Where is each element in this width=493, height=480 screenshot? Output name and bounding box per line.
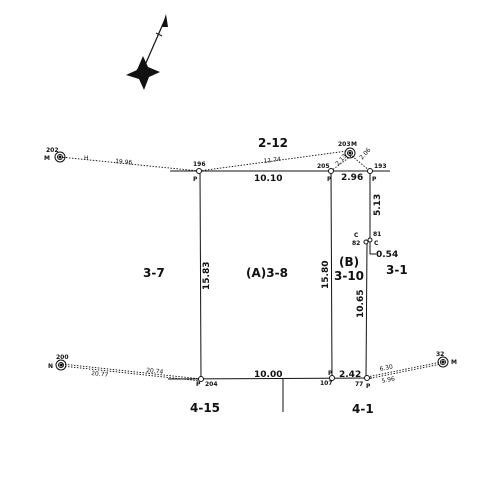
dim-south-main: 10.00	[254, 370, 282, 380]
tie-lines	[59, 150, 442, 382]
tie-200-204-a	[61, 363, 202, 380]
monument-32	[437, 356, 449, 368]
label-107: 107	[320, 380, 333, 387]
label-c-right: C	[374, 240, 379, 247]
label-p-205: P	[327, 176, 332, 183]
dim-west-side: 15.83	[202, 262, 212, 290]
dim-east-offset: 0.54	[376, 250, 398, 260]
label-p-77: P	[366, 383, 371, 390]
dim-north-strip: 2.96	[341, 173, 363, 183]
point-82	[363, 239, 369, 245]
tie-nne-b: 2.06	[358, 147, 372, 162]
tie-202-196	[59, 156, 200, 172]
dim-south-strip: 2.42	[339, 370, 361, 380]
point-markers	[196, 168, 373, 382]
label-77: 77	[355, 381, 363, 388]
label-p-196: P	[193, 176, 198, 183]
lot-east: 3-1	[386, 263, 408, 277]
lot-sub-label: (B)	[339, 255, 359, 269]
label-196: 196	[193, 161, 206, 168]
lot-main: (A)3-8	[246, 266, 288, 280]
lot-sub-number: 3-10	[334, 269, 364, 283]
label-204: 204	[205, 381, 218, 388]
point-107	[329, 375, 335, 381]
label-82: 82	[352, 240, 360, 247]
tie-se-32-b: 5.96	[381, 376, 396, 385]
tie-sw-200-a: 20.74	[146, 367, 164, 376]
west-boundary	[199, 170, 202, 380]
tie-200-204-b	[61, 365, 202, 382]
tie-203-205	[330, 155, 352, 172]
label-200-mark: N	[48, 363, 53, 370]
tie-203-193	[351, 155, 371, 172]
label-c-left: C	[354, 232, 359, 239]
point-205	[328, 168, 334, 174]
dim-east-lower: 10.65	[356, 290, 366, 318]
monument-203	[344, 147, 356, 159]
label-p-204: P	[196, 381, 201, 388]
dim-east-upper: 5.13	[373, 194, 383, 216]
north-arrow-icon	[126, 14, 168, 90]
monument-200	[55, 359, 67, 371]
tie-nw-202: 19.96	[115, 158, 133, 166]
inner-boundary	[330, 170, 333, 379]
label-200: 200	[56, 354, 69, 361]
east-boundary-lower	[365, 242, 368, 379]
monument-202	[54, 151, 66, 163]
dim-north-main: 10.10	[254, 174, 282, 184]
label-203: 203	[338, 141, 351, 148]
tie-77-32-b	[366, 363, 442, 380]
tie-se-32-a: 6.30	[379, 364, 394, 373]
tie-196-203	[198, 150, 348, 172]
label-193: 193	[374, 163, 387, 170]
label-p-107: P	[328, 370, 333, 377]
point-204	[198, 376, 204, 382]
label-32: 32	[436, 351, 444, 358]
point-77	[364, 375, 370, 381]
label-p-193: P	[372, 176, 377, 183]
label-203-mark: M	[351, 141, 357, 148]
lot-southwest: 4-15	[190, 401, 220, 415]
point-193	[367, 168, 373, 174]
label-81: 81	[373, 231, 381, 238]
tie-77-32-a	[366, 361, 442, 378]
label-32-mark: M	[451, 359, 457, 366]
lot-north: 2-12	[258, 136, 288, 150]
point-81	[367, 237, 373, 243]
point-196	[196, 168, 202, 174]
tie-sw-200-b: 20.77	[91, 370, 109, 379]
dim-inner-side: 15.80	[321, 261, 331, 289]
lot-southeast: 4-1	[352, 402, 374, 416]
label-205: 205	[317, 163, 330, 170]
label-tick: H	[84, 155, 89, 162]
parcel-boundaries	[167, 170, 390, 412]
tie-n-203: 11.74	[263, 156, 281, 165]
label-202-mark: M	[44, 155, 50, 162]
label-202: 202	[46, 147, 59, 154]
lot-west: 3-7	[143, 266, 165, 280]
